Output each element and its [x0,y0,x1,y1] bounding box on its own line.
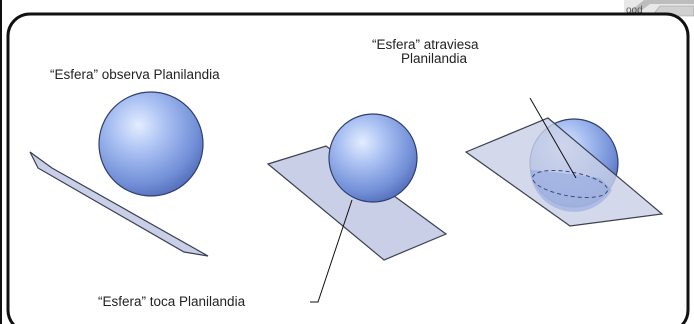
panel-touch: “Esfera” toca Planilandia [98,113,448,309]
cross-section-ellipse [532,169,608,199]
sphere-observe [98,91,204,197]
pointer-cross [529,97,577,179]
plane-touch [266,145,448,261]
plane-observe [29,151,209,257]
corner-logo-text: ood [626,5,643,16]
panel-cross: “Esfera” atraviesa Planilandia [372,37,664,227]
pointer-touch [310,199,353,303]
label-cross-line2: Planilandia [401,51,468,66]
label-observe: “Esfera” observa Planilandia [50,67,220,82]
plane-cross [464,117,664,227]
label-touch: “Esfera” toca Planilandia [98,294,246,309]
panel-observe: “Esfera” observa Planilandia [29,67,220,257]
sphere-touch [328,113,418,203]
label-cross-line1: “Esfera” atraviesa [372,37,479,52]
sphere-cross-below [530,170,612,212]
